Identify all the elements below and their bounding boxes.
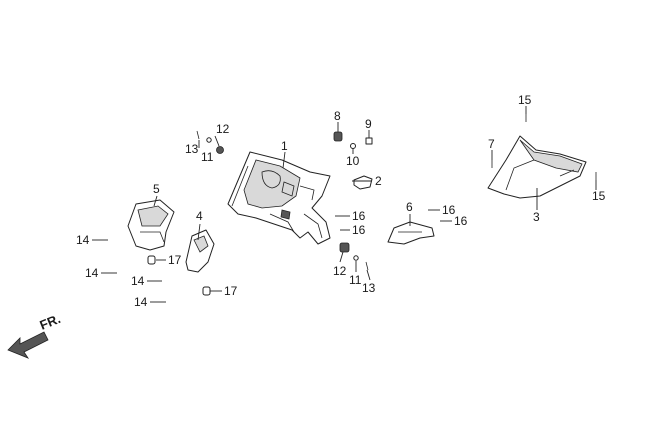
callout-8: 8 [334, 109, 341, 123]
callout-11-top: 11 [201, 150, 214, 164]
part-grommet-12-bottom [339, 242, 350, 253]
part-nut-17-b [202, 286, 211, 296]
callout-9: 9 [365, 117, 372, 131]
callout-labels: 1 2 3 4 5 6 8 9 10 12 13 11 15 15 7 16 1… [76, 93, 606, 309]
callout-4: 4 [196, 209, 203, 223]
callout-16-a: 16 [352, 209, 366, 223]
callout-13-top: 13 [185, 142, 199, 156]
part-washer-11-bottom [353, 255, 359, 261]
callout-2: 2 [375, 174, 382, 188]
callout-12-top: 12 [216, 122, 230, 136]
callout-17-b: 17 [224, 284, 238, 298]
part-duct [127, 199, 175, 251]
callout-12-bottom: 12 [333, 264, 347, 278]
callout-15-top: 15 [518, 93, 532, 107]
part-screw-10 [350, 143, 356, 149]
part-inner-cover [227, 151, 331, 245]
callout-14-b: 14 [85, 266, 99, 280]
part-screw-13-top [196, 130, 200, 140]
callout-1: 1 [281, 139, 288, 153]
callout-15-right: 15 [592, 189, 606, 203]
callout-13-bottom: 13 [362, 281, 376, 295]
part-bracket-cover [185, 229, 215, 273]
callout-6: 6 [406, 200, 413, 214]
part-washer-11-top [206, 137, 212, 143]
part-grommet-8 [333, 131, 343, 142]
callout-5: 5 [153, 182, 160, 196]
callout-16-b: 16 [352, 223, 366, 237]
callout-16-c: 16 [442, 203, 456, 217]
callout-7: 7 [488, 137, 495, 151]
callout-14-c: 14 [131, 274, 145, 288]
callout-17-a: 17 [168, 253, 182, 267]
part-grommet-12-top [216, 146, 224, 154]
callout-10: 10 [346, 154, 360, 168]
part-clip-9 [365, 137, 373, 145]
callout-11-bottom: 11 [349, 273, 362, 287]
callout-16-d: 16 [454, 214, 468, 228]
part-side-cover [487, 135, 587, 199]
callout-leaders [92, 106, 597, 303]
part-bracket [387, 221, 435, 245]
part-bulb-socket-2 [353, 175, 373, 190]
part-nut-17-a [147, 255, 156, 265]
callout-3: 3 [533, 210, 540, 224]
front-label: FR. [38, 311, 63, 333]
part-screw-13-bottom [365, 261, 369, 271]
callout-14-a: 14 [76, 233, 90, 247]
callout-14-d: 14 [134, 295, 148, 309]
front-direction-arrow: FR. [7, 311, 63, 359]
